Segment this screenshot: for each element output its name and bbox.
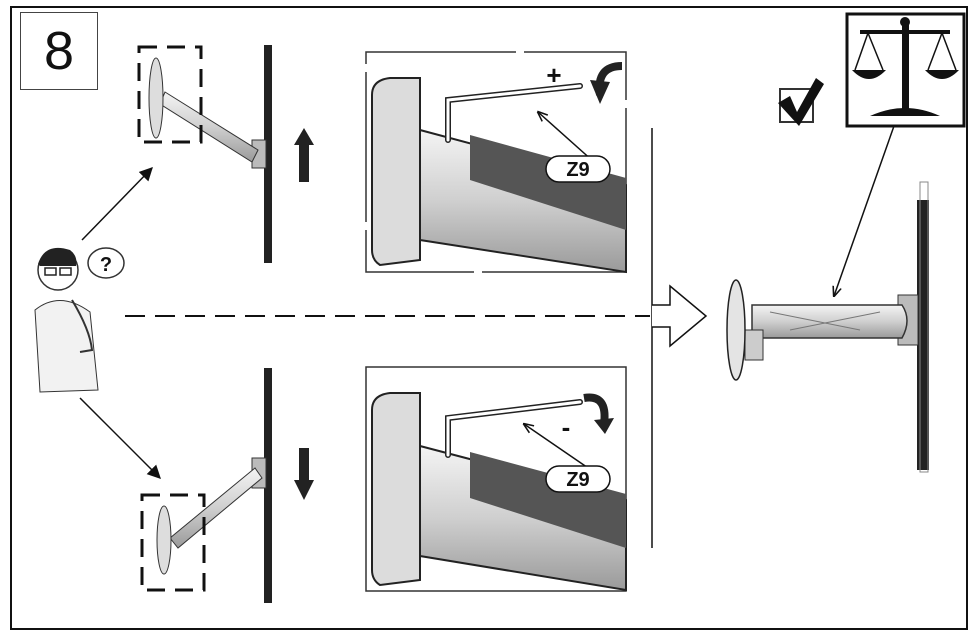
arrow-down-icon xyxy=(294,448,314,500)
wall-plate xyxy=(264,45,272,263)
arrow-up-icon xyxy=(294,128,314,182)
tool-label-upper: Z9 xyxy=(566,159,589,181)
person-figure: ? xyxy=(34,247,125,393)
highlight-box xyxy=(137,45,203,144)
upper-mount-illustration xyxy=(137,45,314,263)
gas-arm xyxy=(159,91,259,163)
step-number: 8 xyxy=(20,12,98,90)
torso xyxy=(34,300,99,393)
callout-leader xyxy=(538,112,595,163)
gas-arm xyxy=(169,467,263,549)
tool-callout-lower xyxy=(545,465,611,493)
hair xyxy=(38,247,77,266)
wall-plate xyxy=(917,200,929,470)
step-number-label: 8 xyxy=(43,21,75,81)
tool-callout-upper xyxy=(545,155,611,183)
upper-detail-panel: + Z9 xyxy=(365,51,627,274)
glasses xyxy=(44,267,57,276)
tv-bracket xyxy=(726,279,746,381)
checkbox-checked-icon xyxy=(778,78,824,126)
wall-plate xyxy=(264,368,272,603)
arm xyxy=(71,299,94,353)
balanced-result-illustration xyxy=(726,125,929,473)
arm-shadow xyxy=(470,452,626,548)
outcome-arrow-icon xyxy=(652,284,708,348)
lower-detail-panel: - Z9 xyxy=(365,366,627,592)
question-mark: ? xyxy=(100,254,112,276)
balance-pointer xyxy=(834,125,895,296)
plus-sign: + xyxy=(546,60,561,90)
tv-bracket xyxy=(148,57,164,139)
tv-plate xyxy=(371,77,421,267)
lower-mount-illustration xyxy=(140,368,314,603)
arrow-to-lower xyxy=(79,397,161,479)
balance-scale-icon xyxy=(845,12,966,128)
gas-arm-level xyxy=(751,304,908,339)
tv-plate xyxy=(371,392,421,587)
tool-label-lower: Z9 xyxy=(566,469,589,491)
arrow-to-upper xyxy=(81,167,153,241)
tv-bracket xyxy=(156,505,172,575)
minus-sign: - xyxy=(562,412,571,442)
question-bubble-icon xyxy=(87,247,125,279)
highlight-box xyxy=(140,493,206,592)
callout-leader xyxy=(524,424,595,473)
arm-shadow xyxy=(470,135,626,230)
